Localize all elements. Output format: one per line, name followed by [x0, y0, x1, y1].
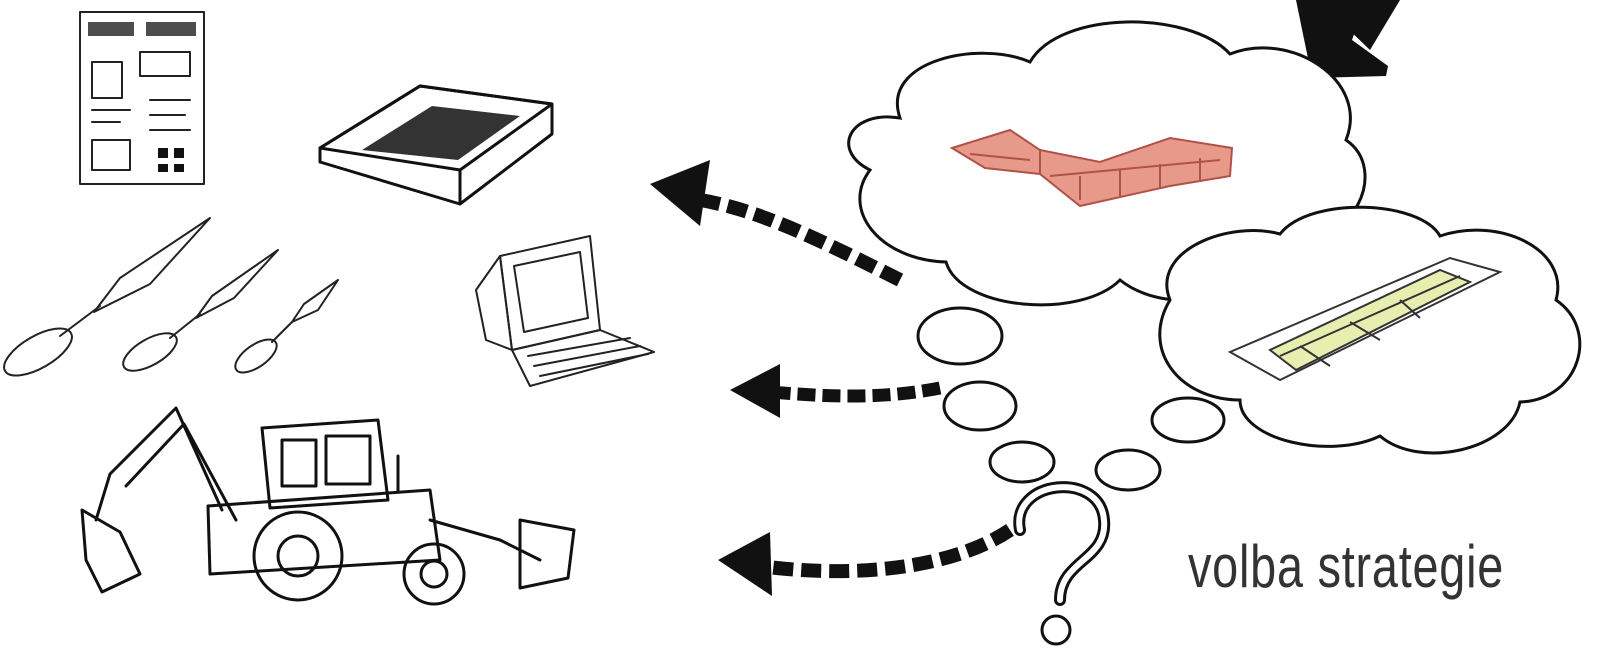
- sieve-tray-icon: [320, 86, 552, 204]
- curved-arrow-icon: [718, 530, 1010, 596]
- backhoe-loader-icon: [82, 408, 574, 604]
- curved-arrow-icon: [730, 364, 940, 418]
- computer-icon: [476, 236, 654, 386]
- excavation-plan-icon: [80, 12, 204, 184]
- strategy-caption: volba strategie: [1188, 532, 1504, 601]
- curved-arrow-icon: [650, 160, 900, 280]
- trowel-icon: [0, 218, 338, 385]
- question-mark-icon: [1019, 487, 1104, 644]
